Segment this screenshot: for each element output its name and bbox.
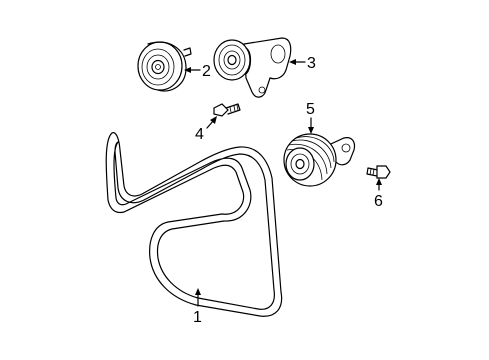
idler-pulley-bracket [283,133,356,187]
tensioner-bolt [213,103,241,117]
callout-2: 2 [202,63,211,80]
callout-1: 1 [193,309,202,326]
idler-bolt [366,165,391,179]
callout-3: 3 [307,55,316,72]
callout-4: 4 [195,126,204,143]
belt-tensioner [213,37,292,98]
serpentine-belt [105,132,283,317]
idler-pulley [137,41,192,92]
leader-lines [184,59,382,307]
callout-5: 5 [306,101,315,118]
callout-6: 6 [374,193,383,210]
